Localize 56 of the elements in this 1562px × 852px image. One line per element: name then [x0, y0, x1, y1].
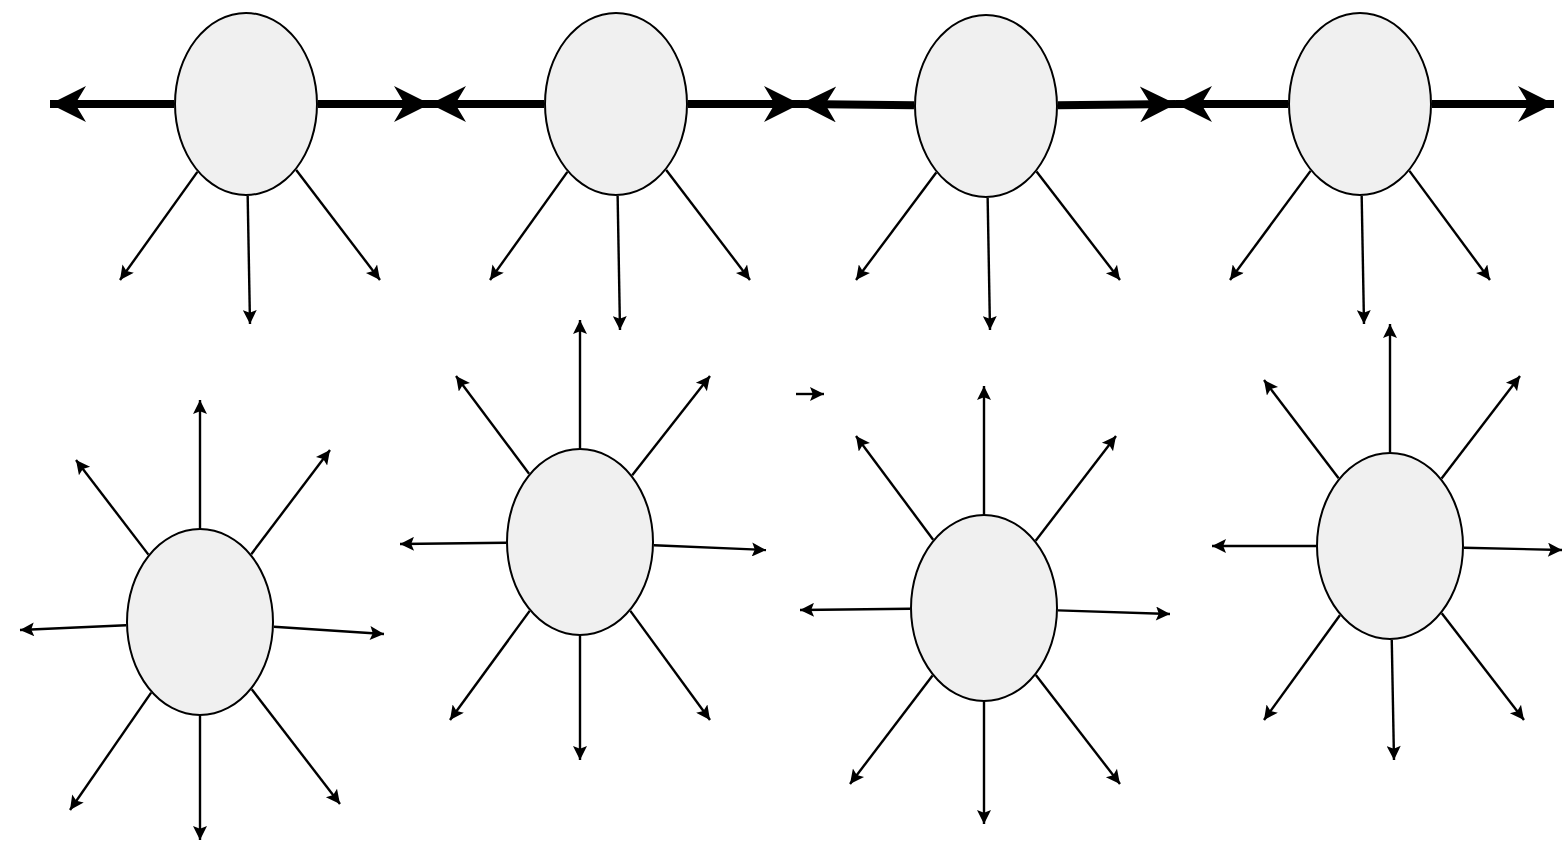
arrow: [1408, 170, 1491, 281]
arrow: [295, 169, 381, 281]
arrow: [612, 195, 627, 331]
arrow: [273, 625, 385, 641]
arrow: [800, 602, 910, 617]
arrow: [318, 86, 430, 122]
arrow: [653, 542, 767, 557]
arrow: [1356, 195, 1371, 325]
arrow: [1057, 86, 1177, 123]
arrow: [977, 386, 991, 514]
arrow: [242, 195, 257, 325]
arrow: [1176, 86, 1288, 122]
ellipse-node: [1316, 452, 1464, 640]
arrow: [688, 86, 800, 122]
arrow: [250, 688, 341, 805]
arrow: [799, 86, 915, 123]
arrow: [1034, 435, 1117, 542]
arrow: [1057, 606, 1171, 621]
arrow: [1263, 614, 1341, 721]
arrow: [50, 86, 174, 122]
arrow: [430, 86, 544, 122]
arrow: [455, 375, 531, 475]
arrow: [1440, 375, 1521, 480]
arrow: [1229, 170, 1312, 281]
arrow: [573, 320, 587, 448]
arrow: [193, 716, 207, 840]
ellipse-node: [506, 448, 654, 636]
arrow: [1386, 639, 1401, 761]
arrow: [629, 610, 711, 721]
arrow: [1263, 379, 1340, 480]
arrow: [1035, 170, 1121, 281]
arrow: [75, 459, 150, 556]
arrow: [977, 702, 991, 824]
arrow: [489, 171, 569, 281]
arrow: [19, 622, 127, 637]
arrow: [855, 435, 935, 541]
ellipse-node: [126, 528, 274, 716]
arrow: [69, 691, 153, 811]
arrow: [1432, 86, 1554, 122]
arrow: [1383, 324, 1397, 452]
arrow: [400, 536, 506, 551]
arrow: [631, 375, 711, 477]
arrow: [665, 169, 751, 281]
ellipse-node: [910, 514, 1058, 702]
arrow: [119, 171, 199, 281]
arrow: [1034, 674, 1121, 785]
arrow: [855, 171, 938, 281]
arrow: [193, 400, 207, 528]
arrow: [1440, 612, 1525, 721]
arrow: [982, 197, 997, 331]
arrow: [449, 610, 531, 721]
arrow: [250, 449, 331, 555]
arrow: [849, 674, 934, 785]
arrow: [1212, 539, 1316, 553]
arrow: [573, 636, 587, 760]
arrow: [1463, 542, 1562, 557]
